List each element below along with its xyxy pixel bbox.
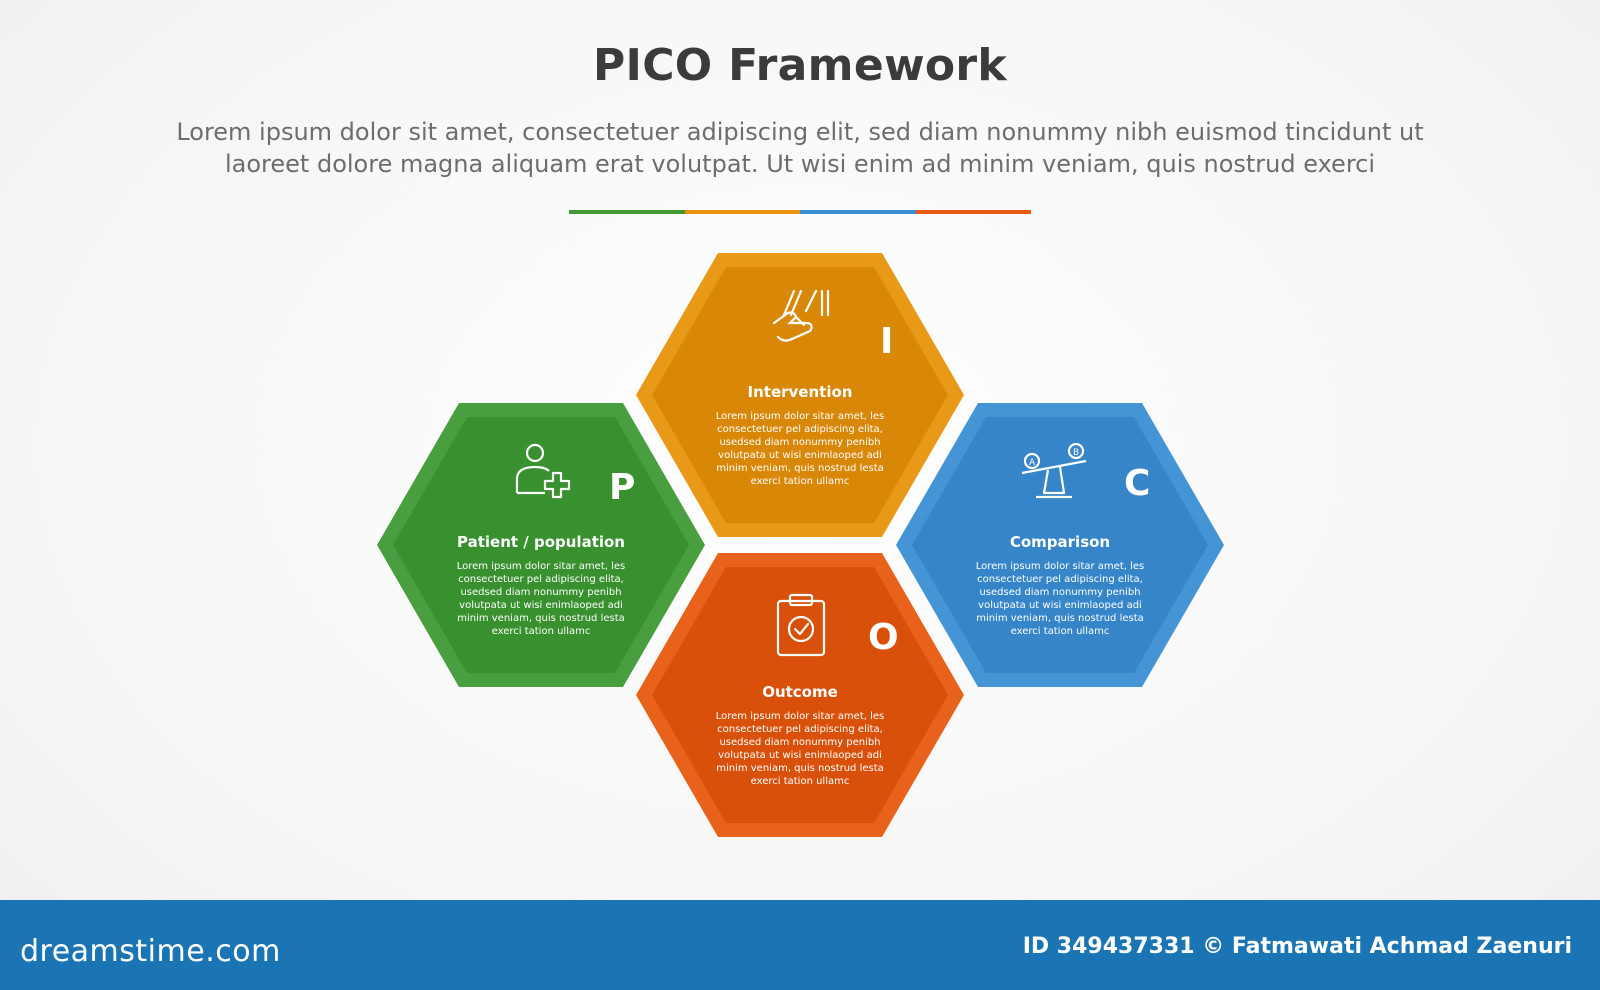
letter-p: P <box>609 467 636 508</box>
subtitle-line-1: Lorem ipsum dolor sit amet, consectetuer… <box>176 118 1424 146</box>
svg-text:B: B <box>1073 448 1079 458</box>
hexagon-intervention: I Intervention Lorem ipsum dolor sitar a… <box>636 253 964 537</box>
hexagon-patient-desc: Lorem ipsum dolor sitar amet, les consec… <box>456 561 626 637</box>
page-title: PICO Framework <box>593 40 1007 91</box>
hexagon-intervention-shape <box>636 253 964 537</box>
hexagon-outcome-label: Outcome <box>762 683 838 701</box>
hexagon-intervention-label: Intervention <box>747 383 853 401</box>
divider-red <box>915 210 1031 214</box>
page-subtitle: Lorem ipsum dolor sit amet, consectetuer… <box>120 116 1480 180</box>
hexagon-patient-shape <box>377 403 705 687</box>
hexagon-patient-label: Patient / population <box>457 533 625 551</box>
divider-blue <box>800 210 916 214</box>
hexagon-comparison: A B C Comparison Lorem ipsum dolor sitar… <box>896 403 1224 687</box>
divider-green <box>569 210 685 214</box>
hexagon-outcome: O Outcome Lorem ipsum dolor sitar amet, … <box>636 553 964 837</box>
letter-c: C <box>1124 463 1151 504</box>
footer-bar: dreamstime.com ID 349437331 © Fatmawati … <box>0 900 1600 990</box>
hexagon-comparison-desc: Lorem ipsum dolor sitar amet, les consec… <box>975 561 1145 637</box>
hexagon-comparison-label: Comparison <box>1009 533 1111 551</box>
footer-credit: ID 349437331 © Fatmawati Achmad Zaenuri <box>1022 934 1572 959</box>
hexagon-outcome-desc: Lorem ipsum dolor sitar amet, les consec… <box>715 711 885 787</box>
footer-brand[interactable]: dreamstime.com <box>20 934 281 969</box>
letter-i: I <box>880 321 894 362</box>
hexagon-outcome-shape <box>636 553 964 837</box>
hexagon-patient: P Patient / population Lorem ipsum dolor… <box>377 403 705 687</box>
color-divider <box>569 210 1031 214</box>
subtitle-line-2: laoreet dolore magna aliquam erat volutp… <box>224 150 1376 178</box>
letter-o: O <box>868 617 899 658</box>
divider-orange <box>684 210 800 214</box>
hexagon-comparison-shape <box>896 403 1224 687</box>
hexagon-intervention-desc: Lorem ipsum dolor sitar amet, les consec… <box>715 411 885 487</box>
svg-text:A: A <box>1029 458 1036 468</box>
